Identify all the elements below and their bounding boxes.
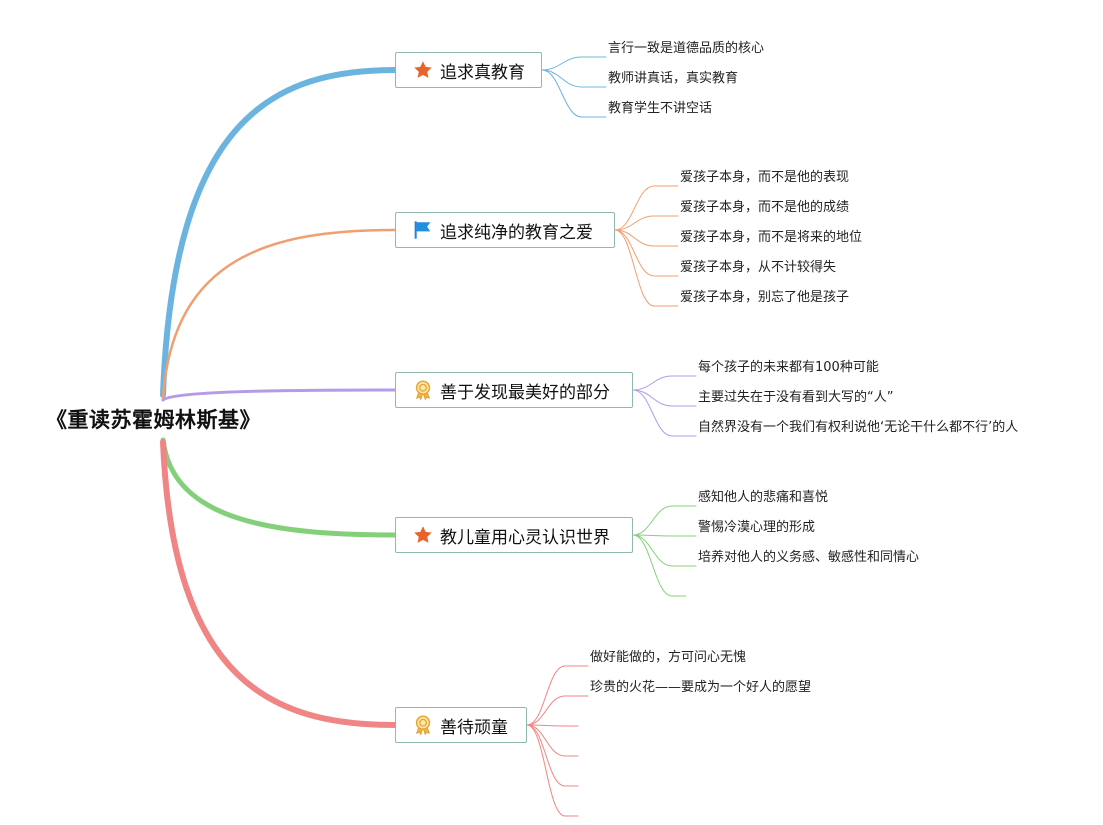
leaf-topic[interactable]: 珍贵的火花——要成为一个好人的愿望 xyxy=(590,680,812,695)
star-icon xyxy=(412,59,434,81)
connector-branch-5-leaf-1 xyxy=(526,665,589,726)
connector-branch-1-leaf-3 xyxy=(541,69,607,118)
connector-lines xyxy=(160,56,697,817)
branch-topic-label: 追求纯净的教育之爱 xyxy=(440,222,593,243)
branch-topic-5[interactable]: 善待顽童 xyxy=(395,707,527,743)
leaf-topic[interactable]: 爱孩子本身，而不是将来的地位 xyxy=(680,230,863,245)
connector-branch-5-leaf-6 xyxy=(526,724,579,817)
branch-topic-2[interactable]: 追求纯净的教育之爱 xyxy=(395,212,615,248)
flag-icon xyxy=(412,219,434,241)
connector-branch-2-leaf-5 xyxy=(614,229,679,307)
connector-branch-5-leaf-2 xyxy=(526,695,589,726)
branch-topic-3[interactable]: 善于发现最美好的部分 xyxy=(395,372,633,408)
award-ribbon-icon-glyph xyxy=(415,380,431,401)
branch-topic-1[interactable]: 追求真教育 xyxy=(395,52,542,88)
connector-branch-2-leaf-4 xyxy=(614,229,679,277)
connector-root-to-branch-3 xyxy=(161,388,397,402)
connector-branch-2-leaf-2 xyxy=(614,215,679,231)
leaf-topic[interactable]: 教师讲真话，真实教育 xyxy=(608,71,739,86)
connector-branch-1-leaf-2 xyxy=(541,69,607,88)
branch-topic-4[interactable]: 教儿童用心灵认识世界 xyxy=(395,517,633,553)
leaf-topic[interactable]: 警惕冷漠心理的形成 xyxy=(698,520,816,535)
empty-leaf-topic[interactable] xyxy=(580,800,590,816)
leaf-topic[interactable]: 感知他人的悲痛和喜悦 xyxy=(698,490,829,505)
connector-root-to-branch-5 xyxy=(160,439,398,728)
connector-branch-3-leaf-2 xyxy=(632,389,697,407)
connector-branch-4-leaf-1 xyxy=(632,505,697,536)
empty-leaf-topic[interactable] xyxy=(580,770,590,786)
leaf-topic[interactable]: 做好能做的，方可问心无愧 xyxy=(590,650,747,665)
connector-branch-4-leaf-2 xyxy=(632,534,697,537)
flag-icon-glyph xyxy=(414,221,431,239)
connector-branch-5-leaf-4 xyxy=(526,724,579,757)
branch-topic-label: 善于发现最美好的部分 xyxy=(440,382,610,403)
connector-branch-5-leaf-5 xyxy=(526,724,579,787)
connector-root-to-branch-4 xyxy=(160,437,398,538)
connector-branch-3-leaf-3 xyxy=(632,389,697,437)
empty-leaf-topic[interactable] xyxy=(688,580,698,596)
connector-branch-1-leaf-1 xyxy=(541,56,607,71)
leaf-topic[interactable]: 自然界没有一个我们有权利说他‘无论干什么都不行’的人 xyxy=(698,420,1019,435)
star-icon-glyph xyxy=(414,61,432,78)
star-icon xyxy=(412,524,434,546)
branch-topic-label: 追求真教育 xyxy=(440,62,525,83)
connector-branch-3-leaf-1 xyxy=(632,375,697,391)
leaf-topic[interactable]: 爱孩子本身，别忘了他是孩子 xyxy=(680,290,850,305)
connector-branch-4-leaf-3 xyxy=(632,534,697,567)
branch-topic-label: 教儿童用心灵认识世界 xyxy=(440,527,610,548)
leaf-topic[interactable]: 培养对他人的义务感、敏感性和同情心 xyxy=(698,550,920,565)
connector-root-to-branch-2 xyxy=(161,228,397,400)
leaf-topic[interactable]: 言行一致是道德品质的核心 xyxy=(608,41,765,56)
leaf-topic[interactable]: 教育学生不讲空话 xyxy=(608,101,713,116)
empty-leaf-topic[interactable] xyxy=(580,710,590,726)
leaf-topic[interactable]: 主要过失在于没有看到大写的“人” xyxy=(698,390,894,405)
leaf-topic[interactable]: 爱孩子本身，从不计较得失 xyxy=(680,260,837,275)
award-ribbon-icon-glyph xyxy=(415,715,431,736)
connector-branch-4-leaf-4 xyxy=(632,534,687,597)
star-icon-glyph xyxy=(414,526,432,543)
root-topic[interactable]: 《重读苏霍姆林斯基》 xyxy=(46,408,261,432)
empty-leaf-topic[interactable] xyxy=(580,740,590,756)
connector-root-to-branch-1 xyxy=(160,67,398,398)
award-ribbon-icon xyxy=(412,714,434,736)
leaf-topic[interactable]: 每个孩子的未来都有100种可能 xyxy=(698,360,879,375)
award-ribbon-icon xyxy=(412,379,434,401)
leaf-topic[interactable]: 爱孩子本身，而不是他的成绩 xyxy=(680,200,850,215)
leaf-topic[interactable]: 爱孩子本身，而不是他的表现 xyxy=(680,170,850,185)
connector-branch-2-leaf-1 xyxy=(614,185,679,231)
connector-branch-2-leaf-3 xyxy=(614,229,679,247)
branch-topic-label: 善待顽童 xyxy=(440,717,508,738)
connector-branch-5-leaf-3 xyxy=(526,724,579,727)
